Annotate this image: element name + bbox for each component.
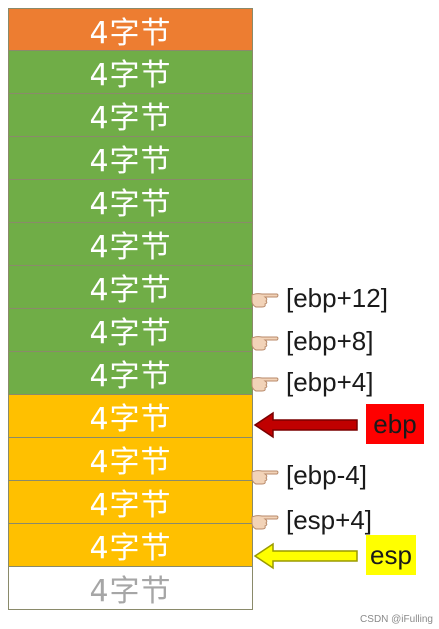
ebp-arrow-icon (253, 411, 358, 439)
pointer-label-esp-plus-4: [esp+4] (250, 505, 372, 535)
pointer-label-ebp-plus-8: [ebp+8] (250, 326, 373, 356)
esp-arrow-icon (253, 542, 358, 570)
esp-register-label: esp (366, 535, 416, 575)
stack-cell: 4字节 (8, 481, 253, 524)
stack-cell: 4字节 (8, 137, 253, 180)
pointer-text: [ebp-4] (286, 459, 367, 490)
pointer-label-ebp-minus-4: [ebp-4] (250, 460, 367, 490)
stack-cell: 4字节 (8, 180, 253, 223)
watermark: CSDN @iFulling (360, 614, 433, 625)
stack-cell: 4字节 (8, 309, 253, 352)
stack-cell: 4字节 (8, 524, 253, 567)
pointing-hand-icon (251, 515, 279, 530)
stack-cell: 4字节 (8, 567, 253, 610)
pointer-text: [esp+4] (286, 504, 373, 535)
pointing-hand-icon (251, 293, 279, 308)
stack-cell: 4字节 (8, 352, 253, 395)
pointer-label-ebp-plus-12: [ebp+12] (250, 283, 388, 313)
stack-cell: 4字节 (8, 223, 253, 266)
pointing-hand-icon (251, 377, 279, 392)
memory-stack: 4字节 4字节 4字节 4字节 4字节 4字节 4字节 4字节 4字节 4字节 … (8, 8, 253, 610)
pointing-hand-icon (251, 470, 279, 485)
stack-cell: 4字节 (8, 395, 253, 438)
stack-cell: 4字节 (8, 8, 253, 51)
stack-cell: 4字节 (8, 51, 253, 94)
ebp-register-label: ebp (366, 404, 424, 444)
stack-cell: 4字节 (8, 438, 253, 481)
stack-cell: 4字节 (8, 94, 253, 137)
pointing-hand-icon (251, 336, 279, 351)
pointer-text: [ebp+4] (286, 366, 374, 397)
pointer-label-ebp-plus-4: [ebp+4] (250, 367, 373, 397)
pointer-text: [ebp+8] (286, 325, 374, 356)
pointer-text: [ebp+12] (286, 282, 388, 313)
stack-cell: 4字节 (8, 266, 253, 309)
